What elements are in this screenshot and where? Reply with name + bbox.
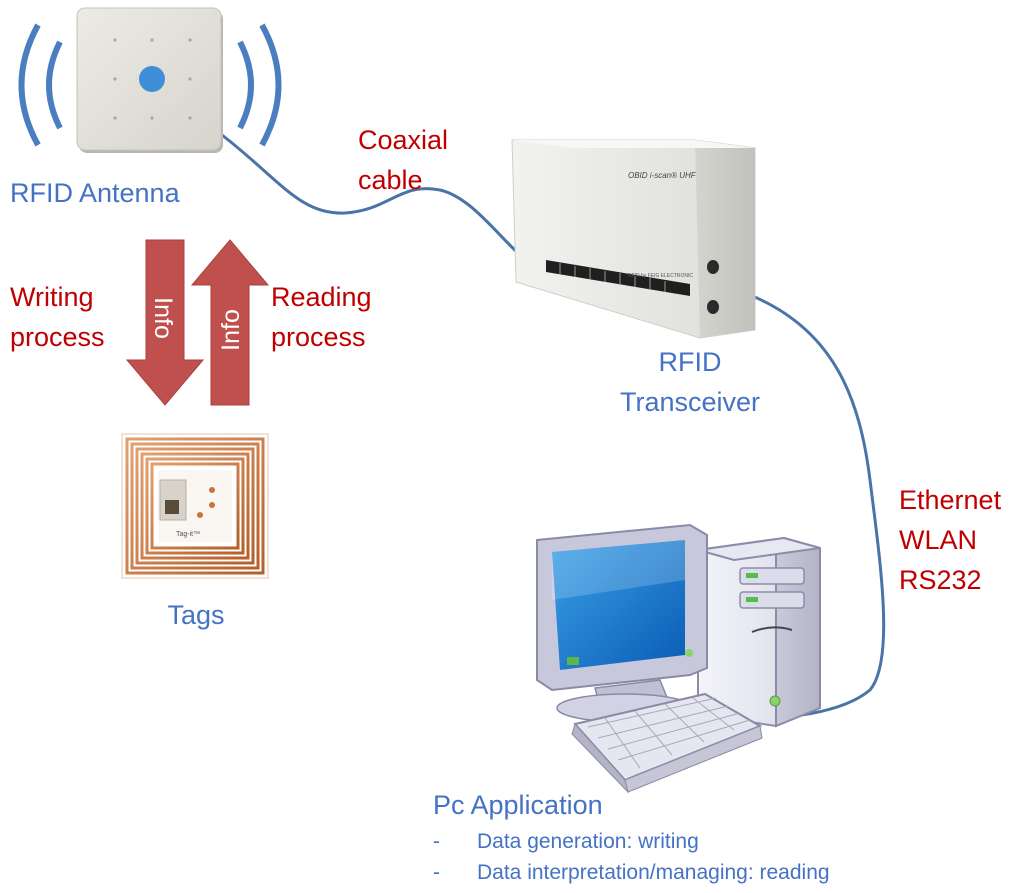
connection-type-wlan: WLAN (899, 525, 978, 555)
reading-process-label: Reading process (271, 277, 372, 357)
antenna-wave-icon (46, 40, 63, 130)
coaxial-cable-label-line2: cable (358, 165, 423, 195)
reading-process-label-line1: Reading (271, 282, 372, 312)
reading-process-label-line2: process (271, 322, 366, 352)
rfid-transceiver-label-line1: RFID (658, 347, 722, 377)
device-maker-text: RFID by FEIG ELECTRONIC (628, 273, 693, 279)
pc-application-label: Pc Application (433, 790, 603, 820)
bullet-text: Data generation: writing (477, 830, 699, 853)
connection-type-ethernet: Ethernet (899, 485, 1002, 515)
writing-process-label: Writing process (10, 277, 105, 357)
tag-brand-text: Tag-it™ (176, 531, 200, 538)
ethernet-cable (749, 293, 886, 720)
writing-process-label-line2: process (10, 322, 105, 352)
rfid-antenna-image (18, 7, 282, 153)
bullet-dash: - (433, 830, 440, 853)
writing-arrow-down: Info (125, 239, 205, 406)
bullet-item: - Data interpretation/managing: reading (433, 857, 830, 888)
coaxial-cable (221, 133, 522, 257)
bullet-text: Data interpretation/managing: reading (477, 861, 830, 884)
tags-label: Tags (167, 600, 225, 630)
arrow-down-label: Info (149, 297, 177, 339)
antenna-wave-icon (18, 23, 41, 147)
pc-computer-image (536, 523, 821, 794)
antenna-wave-icon (259, 23, 282, 147)
rfid-antenna-label: RFID Antenna (10, 178, 180, 208)
coaxial-cable-label-line1: Coaxial (358, 125, 449, 155)
bullet-dash: - (433, 861, 440, 884)
pc-application-bullets: - Data generation: writing - Data interpre… (433, 826, 830, 888)
rfid-transceiver-label-line2: Transceiver (619, 387, 761, 417)
device-brand-text: OBID i-scan® UHF (628, 171, 697, 180)
rfid-transceiver-label: RFID Transceiver (600, 342, 780, 422)
connection-types-label: Ethernet WLAN RS232 (899, 480, 1001, 600)
bullet-item: - Data generation: writing (433, 826, 830, 857)
rfid-transceiver-image: OBID i-scan® UHF RFID by FEIG ELECTRONIC (511, 139, 756, 339)
writing-process-label-line1: Writing (10, 282, 94, 312)
reading-arrow-up: Info (190, 239, 270, 406)
arrow-up-label: Info (217, 309, 245, 351)
coaxial-cable-label: Coaxial cable (358, 120, 448, 200)
antenna-wave-icon (237, 40, 254, 130)
connection-type-rs232: RS232 (899, 565, 982, 595)
rfid-tag-image: Tag-it™ (121, 433, 269, 579)
